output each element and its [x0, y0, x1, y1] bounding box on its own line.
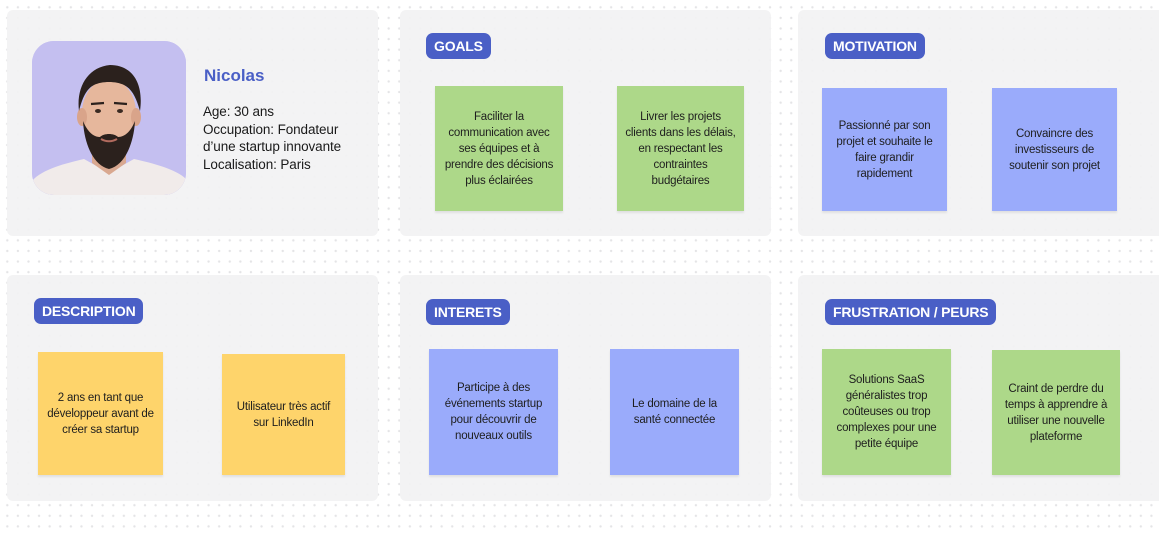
goals-note-2[interactable]: Livrer les projets clients dans les déla…: [617, 86, 744, 211]
persona-location: Localisation: Paris: [203, 156, 311, 172]
motivation-note-1[interactable]: Passionné par son projet et souhaite le …: [822, 88, 947, 211]
description-note-2[interactable]: Utilisateur très actif sur LinkedIn: [222, 354, 345, 475]
motivation-badge: MOTIVATION: [825, 33, 925, 59]
person-portrait-icon[interactable]: [32, 41, 186, 195]
goals-badge: GOALS: [426, 33, 491, 59]
persona-age: Age: 30 ans: [203, 104, 274, 119]
frustration-note-1[interactable]: Solutions SaaS généralistes trop coûteus…: [822, 349, 951, 475]
persona-name: Nicolas: [204, 66, 265, 85]
motivation-note-2[interactable]: Convaincre des investisseurs de soutenir…: [992, 88, 1117, 211]
persona-details: Age: 30 ans Occupation: Fondateur d’une …: [203, 103, 341, 173]
interets-note-2[interactable]: Le domaine de la santé connectée: [610, 349, 739, 475]
persona-occupation-cont: d’une startup innovante: [203, 139, 342, 154]
persona-occupation: Occupation: Fondateur: [203, 121, 339, 137]
frustration-note-2[interactable]: Craint de perdre du temps à apprendre à …: [992, 350, 1120, 475]
description-note-1[interactable]: 2 ans en tant que développeur avant de c…: [38, 352, 163, 475]
interets-note-1[interactable]: Participe à des événements startup pour …: [429, 349, 558, 475]
interets-badge: INTERETS: [426, 299, 510, 325]
frustration-badge: FRUSTRATION / PEURS: [825, 299, 997, 325]
description-badge: DESCRIPTION: [34, 298, 144, 324]
goals-note-1[interactable]: Faciliter la communication avec ses équi…: [435, 86, 563, 211]
